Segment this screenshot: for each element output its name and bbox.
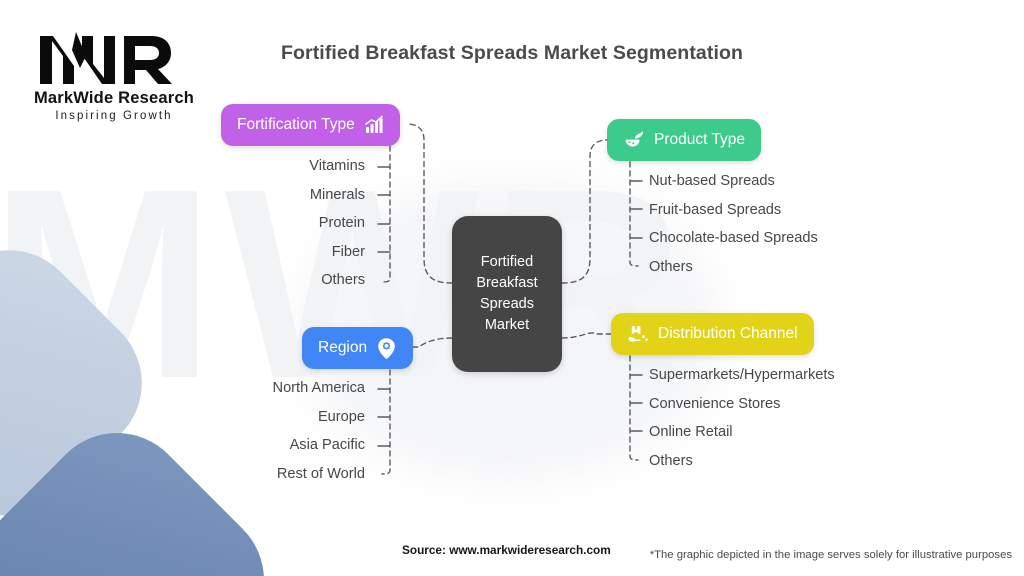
branch-label: Fortification Type	[237, 116, 355, 133]
list-item: Convenience Stores	[649, 395, 781, 412]
mwr-monogram-icon	[40, 32, 172, 84]
location-pin-gear-icon	[376, 337, 397, 360]
list-item: Protein	[318, 215, 365, 232]
spread-bowl-icon	[623, 129, 645, 151]
list-item: Nut-based Spreads	[649, 173, 775, 190]
branch-items-product-type: Nut-based Spreads Fruit-based Spreads Ch…	[649, 167, 949, 281]
center-line: Spreads	[479, 296, 534, 312]
list-item: Others	[649, 452, 693, 469]
center-line: Fortified	[480, 254, 534, 270]
center-node-label: Fortified Breakfast Spreads Market	[476, 252, 537, 336]
center-node: Fortified Breakfast Spreads Market	[452, 216, 562, 372]
list-item: Minerals	[309, 186, 365, 203]
brand-name: MarkWide Research	[33, 89, 195, 107]
branch-badge-region[interactable]: Region	[302, 327, 414, 369]
source-credit: Source: www.markwideresearch.com	[402, 543, 611, 557]
branch-items-fortification-type: Vitamins Minerals Protein Fiber Others	[180, 152, 365, 295]
page-title: Fortified Breakfast Spreads Market Segme…	[281, 42, 743, 64]
branch-label: Product Type	[654, 131, 746, 148]
branch-items-distribution-channel: Supermarkets/Hypermarkets Convenience St…	[649, 361, 969, 475]
branch-badge-distribution-channel[interactable]: Distribution Channel	[611, 313, 814, 355]
brand-logo: MarkWide Research Inspiring Growth	[28, 28, 200, 122]
delivery-hand-box-icon	[627, 323, 649, 345]
branch-badge-product-type[interactable]: Product Type	[607, 119, 762, 161]
brand-tagline: Inspiring Growth	[55, 110, 173, 122]
list-item: Rest of World	[276, 465, 365, 482]
list-item: Fruit-based Spreads	[649, 201, 782, 218]
branch-badge-fortification-type[interactable]: Fortification Type	[221, 104, 400, 146]
list-item: Chocolate-based Spreads	[649, 230, 818, 247]
list-item: Others	[321, 272, 365, 289]
branch-label: Distribution Channel	[658, 325, 798, 342]
list-item: Europe	[317, 408, 365, 425]
list-item: North America	[272, 380, 365, 397]
list-item: Online Retail	[649, 424, 733, 441]
growth-chart-icon	[364, 115, 384, 135]
list-item: Supermarkets/Hypermarkets	[649, 367, 835, 384]
list-item: Asia Pacific	[289, 437, 365, 454]
list-item: Fiber	[331, 243, 365, 260]
center-line: Market	[484, 317, 530, 333]
list-item: Others	[649, 258, 693, 275]
list-item: Vitamins	[309, 158, 365, 175]
branch-label: Region	[318, 339, 368, 356]
disclaimer-note: *The graphic depicted in the image serve…	[649, 549, 1012, 561]
branch-items-region: North America Europe Asia Pacific Rest o…	[150, 374, 365, 488]
center-line: Breakfast	[476, 275, 538, 291]
